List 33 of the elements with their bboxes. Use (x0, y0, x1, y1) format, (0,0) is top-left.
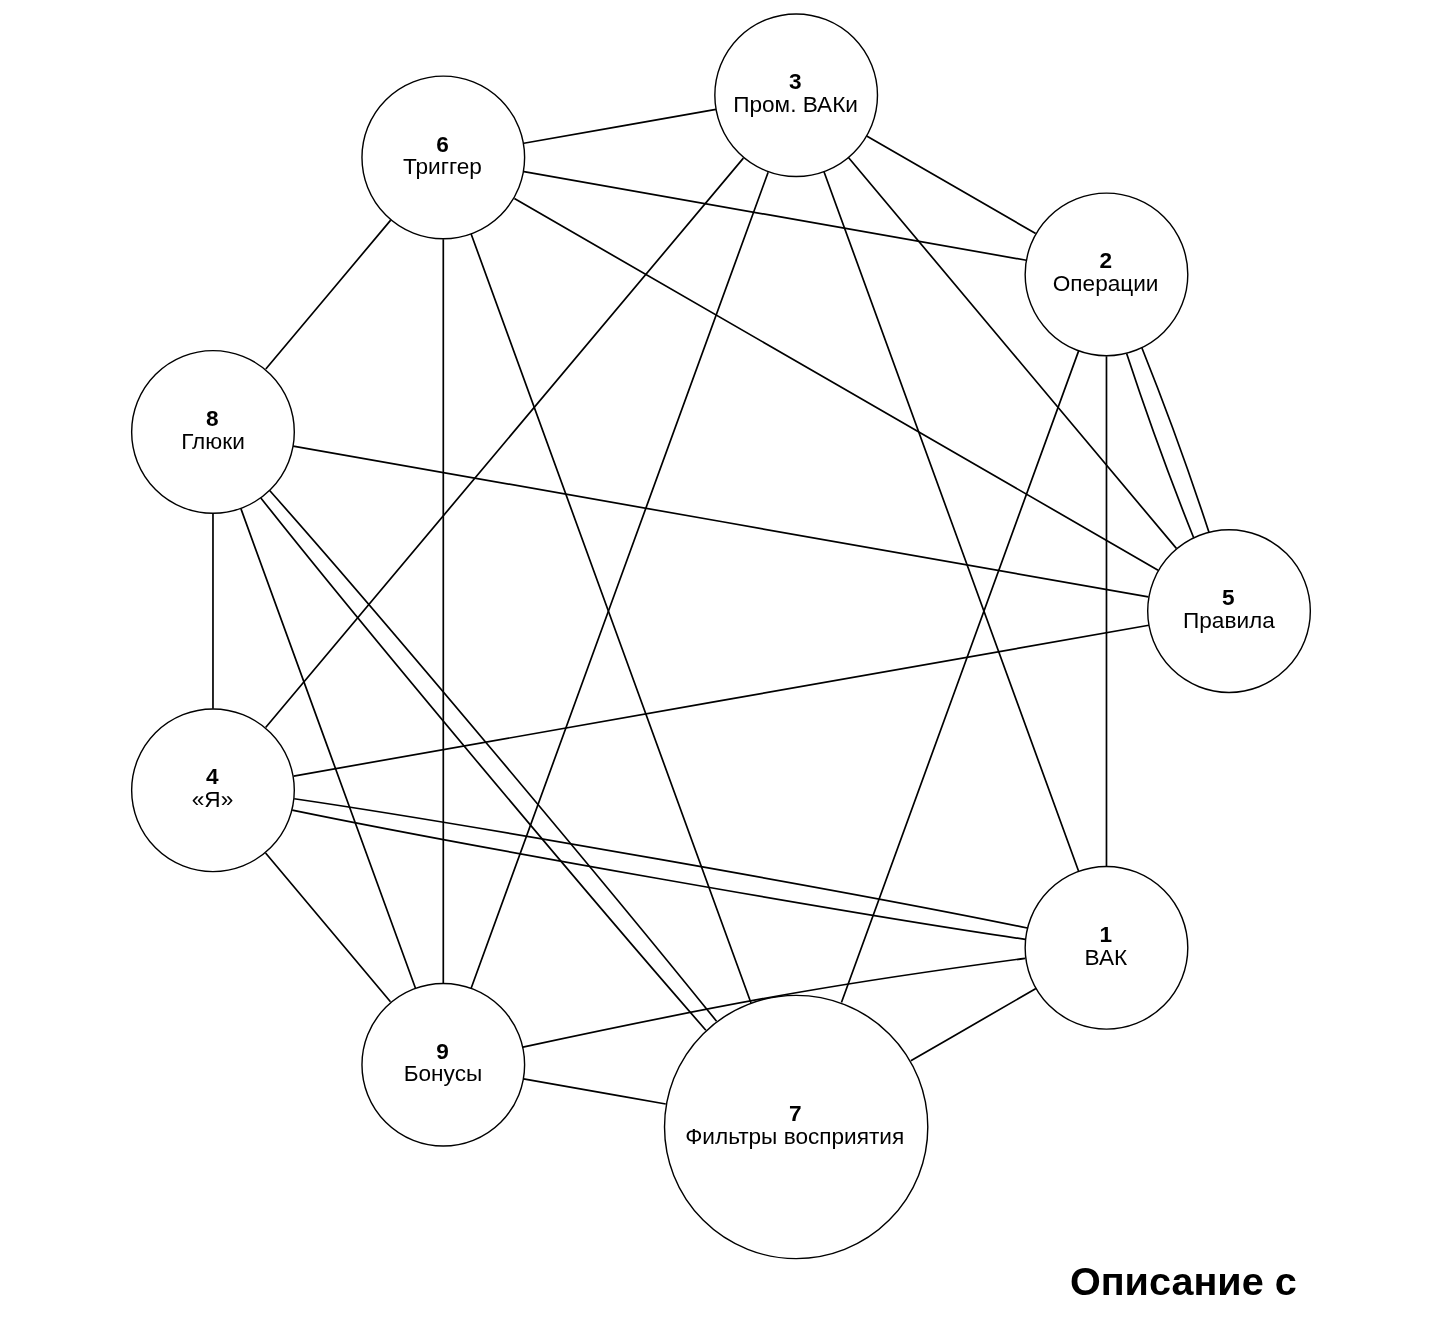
connector (292, 624, 1150, 777)
connector (264, 219, 392, 370)
connector (847, 156, 1177, 550)
node-circle: 3 Пром. ВАКи (713, 13, 878, 178)
connector (822, 170, 1079, 872)
node-circle: 5 Правила (1146, 529, 1311, 694)
connector (522, 108, 717, 145)
connector (1140, 347, 1210, 534)
connector (522, 1078, 667, 1105)
connector (865, 135, 1036, 235)
connector (1105, 355, 1107, 868)
connector (513, 197, 1159, 571)
connector (521, 957, 1026, 1048)
node-circle: 7 Фильтры восприятия (663, 994, 928, 1260)
node-circle: 6 Триггер (360, 75, 525, 240)
connector (522, 170, 1027, 262)
connector (291, 445, 1149, 598)
connector (211, 512, 214, 710)
diagram-title: Описание с (1069, 1258, 1297, 1303)
node-circle: 9 Бонусы (360, 982, 525, 1147)
connector (1125, 352, 1195, 539)
connector (264, 852, 391, 1003)
node-circle: 4 «Я» (130, 708, 295, 873)
connector (292, 797, 1028, 929)
connector (264, 157, 744, 729)
node-circle: 1 ВАК (1023, 865, 1188, 1030)
connector (290, 809, 1026, 941)
connector (840, 350, 1079, 1004)
connector (441, 238, 444, 985)
connector (909, 987, 1037, 1062)
node-circle: 8 Глюки (130, 349, 295, 514)
connector (239, 508, 416, 990)
node-circle: 2 Операции (1023, 192, 1188, 357)
